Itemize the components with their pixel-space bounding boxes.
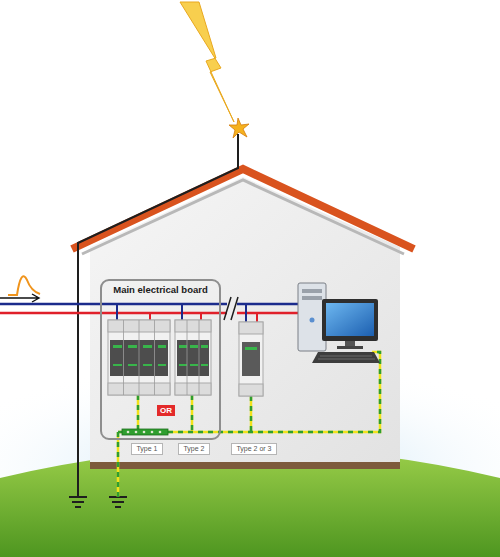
phase-drop bbox=[200, 313, 202, 320]
or-label-box: OR bbox=[157, 405, 175, 416]
neutral-line bbox=[0, 303, 227, 306]
roof-edge bbox=[82, 180, 404, 254]
type-label-box: Type 1 bbox=[131, 443, 162, 455]
type3-surge-protector bbox=[239, 322, 263, 396]
earth-bar bbox=[122, 429, 168, 435]
node-text: Type 2 bbox=[183, 444, 204, 454]
grass bbox=[0, 448, 500, 557]
break-mark bbox=[224, 297, 238, 320]
phase-line bbox=[0, 312, 227, 315]
down-conductor bbox=[78, 134, 238, 497]
type2-surge-protector bbox=[175, 320, 211, 395]
surge-pulse bbox=[8, 276, 40, 295]
type-label-box: Type 2 bbox=[178, 443, 209, 455]
node-text: Type 1 bbox=[136, 444, 157, 454]
type1-surge-protector bbox=[108, 320, 170, 395]
neutral-drop bbox=[245, 304, 247, 322]
phase-drop bbox=[256, 313, 258, 322]
earth-symbol bbox=[109, 497, 127, 507]
type-label-box: Type 2 or 3 bbox=[231, 443, 276, 455]
earth-symbol bbox=[69, 497, 87, 507]
neutral-drop bbox=[181, 304, 183, 320]
main-board-box: Main electrical boardOR bbox=[100, 279, 221, 440]
phase-drop bbox=[149, 313, 151, 320]
computer bbox=[298, 283, 380, 363]
node-text: OR bbox=[160, 406, 172, 415]
house-base bbox=[90, 462, 400, 469]
neutral-drop bbox=[116, 304, 118, 320]
roof bbox=[72, 169, 414, 249]
node-text: Type 2 or 3 bbox=[236, 444, 271, 454]
surge-arrow bbox=[0, 294, 39, 302]
lightning-bolt bbox=[180, 2, 234, 122]
node-text: Main electrical board bbox=[102, 281, 219, 295]
earth-bar-screws bbox=[127, 431, 162, 434]
